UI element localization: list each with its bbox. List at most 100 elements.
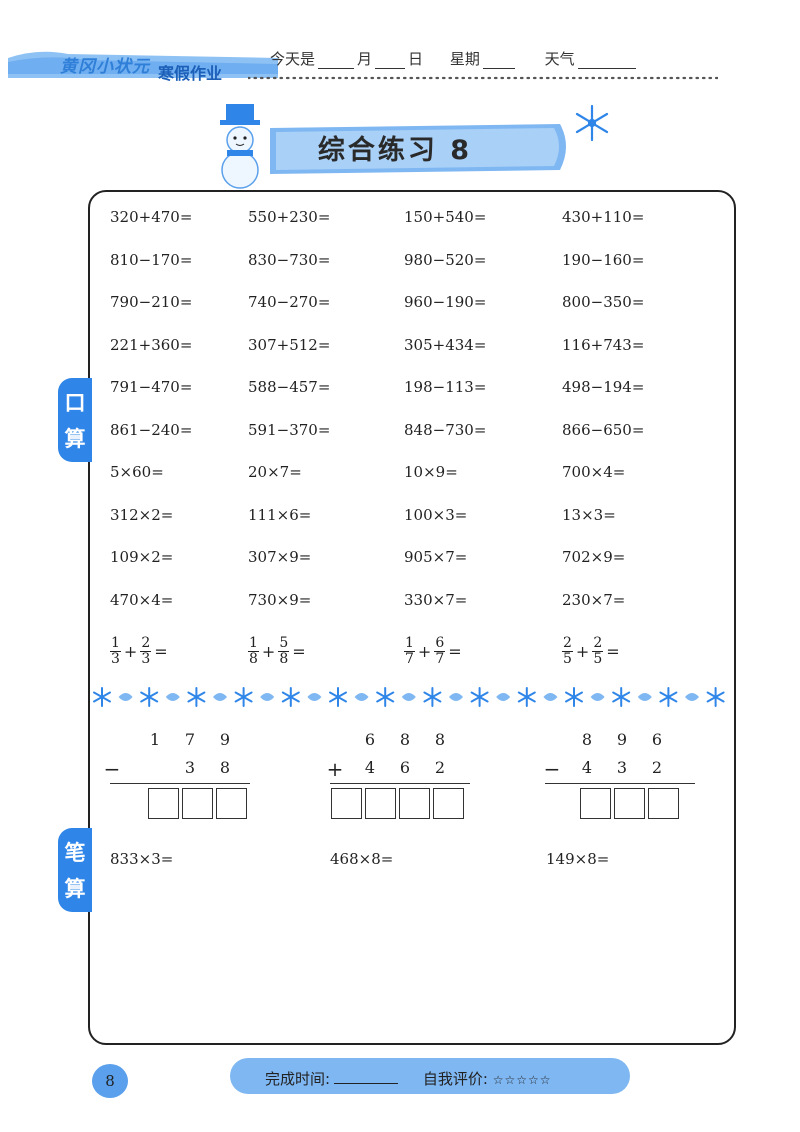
oral-problem: 13×3= — [562, 505, 616, 524]
oral-problem: 810−170= — [110, 250, 193, 269]
snowflake-icon — [565, 687, 583, 707]
day-blank[interactable] — [375, 54, 406, 69]
digit: 8 — [399, 730, 411, 749]
snowflake-icon — [517, 687, 536, 707]
digit: 3 — [616, 758, 628, 777]
answer-box[interactable] — [182, 788, 213, 819]
oral-row: 861−240=591−370=848−730=866−650= — [110, 421, 710, 451]
digit: 3 — [184, 758, 196, 777]
answer-box[interactable] — [433, 788, 464, 819]
diamond-icon — [449, 693, 463, 701]
oral-row: 320+470=550+230=150+540=430+110= — [110, 208, 710, 238]
oral-problem: 470×4= — [110, 590, 174, 609]
digit: 6 — [399, 758, 411, 777]
oral-problem: 848−730= — [404, 420, 487, 439]
oral-problem: 5×60= — [110, 463, 164, 481]
diamond-icon — [496, 693, 511, 701]
oral-problem: 905×7= — [404, 548, 468, 566]
completion-time-label: 完成时间: — [265, 1070, 331, 1088]
answer-box[interactable] — [148, 788, 179, 819]
oral-problem: 498−194= — [562, 378, 645, 396]
snowflake-icon — [187, 687, 206, 707]
oral-problem: 221+360= — [110, 335, 193, 354]
answer-box[interactable] — [580, 788, 611, 819]
weather-blank[interactable] — [577, 54, 636, 69]
snowflake-icon — [470, 687, 489, 707]
written-problem-1: 833×3= — [110, 850, 174, 868]
answer-box[interactable] — [614, 788, 645, 819]
digit: 2 — [651, 758, 663, 777]
answer-line — [545, 783, 695, 784]
snowflake-icon — [706, 687, 725, 707]
answer-line — [330, 783, 470, 784]
snowflake-icon — [612, 687, 631, 707]
numerator: 1 — [248, 635, 259, 652]
answer-box[interactable] — [648, 788, 679, 819]
tab-oral-char-2: 算 — [64, 427, 86, 451]
snowflake-icon — [659, 687, 678, 707]
answer-box[interactable] — [331, 788, 362, 819]
oral-problem: 700×4= — [562, 463, 626, 481]
oral-problem: 960−190= — [404, 293, 487, 311]
oral-problems: 320+470=550+230=150+540=430+110= 810−170=… — [110, 208, 710, 688]
digit: 8 — [219, 758, 231, 777]
page-number: 8 — [92, 1064, 128, 1098]
oral-problem: 866−650= — [562, 420, 645, 439]
written-problem-3: 149×8= — [546, 850, 610, 868]
diamond-icon — [637, 693, 652, 701]
worksheet-frame — [88, 190, 736, 1045]
brand-logo: 黄冈小状元 — [60, 57, 150, 77]
digit: 9 — [219, 730, 231, 749]
plus-sign: + — [417, 642, 432, 661]
answer-line — [110, 783, 250, 784]
month-label: 月 — [357, 50, 373, 68]
diamond-icon — [307, 693, 322, 701]
oral-problem: 430+110= — [562, 208, 645, 226]
footer-text: 完成时间: 自我评价: ☆☆☆☆☆ — [265, 1068, 551, 1089]
weekday-label: 星期 — [449, 50, 480, 68]
diamond-icon — [213, 693, 227, 701]
oral-problem: 305+434= — [404, 335, 487, 354]
oral-problem: 100×3= — [404, 505, 468, 524]
denominator: 3 — [141, 651, 151, 667]
digit: 7 — [184, 730, 196, 749]
digit: 8 — [581, 730, 593, 749]
answer-box[interactable] — [365, 788, 396, 819]
diamond-icon — [685, 693, 699, 701]
self-evaluation-label: 自我评价: — [422, 1070, 488, 1088]
oral-row: 221+360= 307+512= 305+434= 116+743= — [110, 336, 710, 366]
oral-problem: 591−370= — [248, 420, 331, 439]
snowflake-icon — [376, 687, 395, 707]
day-label: 日 — [408, 50, 424, 68]
oral-problem: 550+230= — [248, 208, 331, 226]
diamond-icon — [118, 693, 133, 701]
answer-box[interactable] — [216, 788, 247, 819]
denominator: 7 — [405, 651, 414, 667]
oral-problem: 740−270= — [248, 293, 331, 311]
denominator: 5 — [593, 651, 603, 667]
oral-problem: 307+512= — [248, 335, 331, 354]
completion-time-blank[interactable] — [334, 1071, 399, 1084]
numerator: 5 — [278, 635, 290, 652]
header-banner — [8, 51, 278, 78]
rating-stars[interactable]: ☆☆☆☆☆ — [492, 1073, 552, 1087]
oral-problem: 791−470= — [110, 378, 193, 396]
month-blank[interactable] — [318, 54, 355, 69]
date-line: 今天是月日 星期 天气 — [270, 48, 639, 69]
oral-row: 312×2=111×6=100×3=13×3= — [110, 506, 710, 536]
minus-sign: − — [103, 757, 121, 781]
oral-problem: 116+743= — [562, 335, 645, 354]
answer-box[interactable] — [399, 788, 430, 819]
written-problem-2: 468×8= — [330, 850, 394, 868]
oral-problem: 111×6= — [248, 505, 312, 524]
weekday-blank[interactable] — [482, 54, 515, 69]
numerator: 2 — [140, 635, 152, 652]
diamond-icon — [354, 693, 369, 701]
oral-problem: 190−160= — [562, 250, 645, 269]
dotted-rule — [248, 76, 718, 80]
oral-problem: 307×9= — [248, 548, 312, 566]
snowflake-divider — [93, 687, 725, 707]
